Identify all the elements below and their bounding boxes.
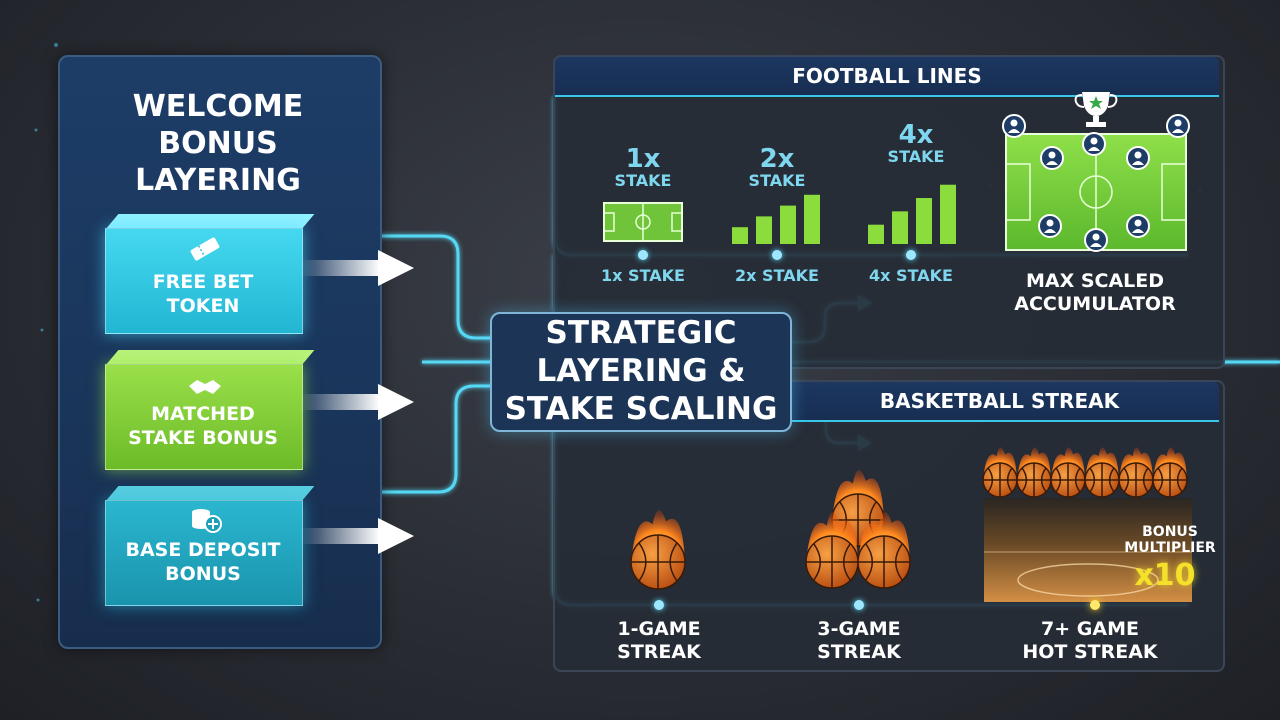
arrow-right-icon [300,518,414,554]
flaming-basketball-icon [857,511,911,589]
player-icon [1126,146,1150,170]
matched-stake-bonus-box: MATCHED STAKE BONUS [105,350,315,470]
flaming-basketball-icon [1152,447,1188,498]
trophy-star-icon [1074,92,1118,127]
stage-4x: 4x STAKE [856,122,976,166]
stake-bar [756,216,772,244]
flaming-basketball-icon [982,447,1018,498]
stake-bar [804,194,820,244]
node-dot [906,250,916,260]
stake-multiplier: 4x [898,120,934,150]
stake-bar [732,227,748,244]
stake-bar [916,198,932,244]
stake-multiplier: 1x [625,144,661,174]
title-line: LAYERING [135,163,301,198]
label-line: BONUS [1142,524,1198,540]
pitch-icon [603,202,683,242]
basketball-illustrations [630,447,1192,602]
label-line: STREAK [617,641,701,663]
stake-multiplier: 2x [759,144,795,174]
arrow-right-icon [300,384,414,420]
handshake-icon [189,380,221,394]
label-line: 7+ GAME [1041,618,1139,640]
label-line: MULTIPLIER [1124,540,1216,556]
base-deposit-bonus-box: BASE DEPOSIT BONUS [105,486,315,606]
strategic-layering-box: STRATEGIC LAYERING & STAKE SCALING [490,312,792,432]
node-dot [638,250,648,260]
player-icon [1040,146,1064,170]
label-line: ACCUMULATOR [1014,293,1176,315]
label-line: MAX SCALED [1025,270,1165,292]
node-dot [654,600,664,610]
node-dot [1090,600,1100,610]
stage-2x: 2x STAKE [717,146,837,190]
stake-text: STAKE [887,147,945,166]
stake-bar [892,211,908,244]
flaming-basketball-icon [630,509,686,590]
panel-title: WELCOME BONUS LAYERING [58,88,378,199]
label-line: TOKEN [166,295,240,317]
player-icon [1166,114,1190,138]
node-label: 1x STAKE [601,266,685,285]
label-line: STAKE BONUS [128,427,278,449]
stake-text: STAKE [748,171,806,190]
box-label: BASE DEPOSIT BONUS [105,538,301,586]
streak-label: 3-GAME STREAK [784,618,934,664]
bonus-multiplier-label: BONUS MULTIPLIER [1120,524,1220,556]
coin-stack-plus-icon [192,509,222,533]
court-scene [984,498,1192,602]
player-icon [1126,214,1150,238]
label-line: MATCHED [151,403,255,425]
max-scaled-label: MAX SCALED ACCUMULATOR [990,270,1200,316]
player-icon [1084,228,1108,252]
node-label: 4x STAKE [869,266,953,285]
label-line: FREE BET [152,271,254,293]
label-line: STREAK [817,641,901,663]
flaming-basketball-icon [1016,447,1052,498]
football-header: FOOTBALL LINES [555,57,1219,97]
player-icon [1082,132,1106,156]
streak-label: 7+ GAME HOT STREAK [1000,618,1180,664]
stake-bar [868,224,884,244]
title-line: BONUS [158,126,278,161]
stake-bar [780,205,796,244]
flaming-basketball-icon [1050,447,1086,498]
flaming-basketball-icon [805,511,859,589]
box-label: FREE BET TOKEN [105,270,301,318]
ticket-icon [190,237,220,261]
title-line: LAYERING & [536,353,746,389]
label-line: 1-GAME [617,618,701,640]
basketball-header: BASKETBALL STREAK [780,382,1219,422]
title-line: WELCOME [132,89,304,124]
arrow-right-icon [300,250,414,286]
node-label: 2x STAKE [735,266,819,285]
bar-stack-2x [732,194,820,244]
free-bet-token-box: FREE BET TOKEN [105,214,315,334]
player-icon [1002,114,1026,138]
streak-label: 1-GAME STREAK [584,618,734,664]
title-line: STAKE SCALING [504,391,778,427]
flaming-basketball-icon [1084,447,1120,498]
label-line: BASE DEPOSIT [125,539,281,561]
stake-bar [940,184,956,244]
bar-stack-4x [868,184,956,244]
stage-1x: 1x STAKE [583,146,703,190]
label-line: 3-GAME [817,618,901,640]
label-line: BONUS [165,563,241,585]
node-dot [854,600,864,610]
stake-text: STAKE [614,171,672,190]
label-line: HOT STREAK [1022,641,1158,663]
player-icon [1038,214,1062,238]
player-icons [1002,114,1190,252]
title-line: STRATEGIC [545,315,737,351]
flaming-basketball-icon [1118,447,1154,498]
box-label: MATCHED STAKE BONUS [105,402,301,450]
node-dot [772,250,782,260]
multiplier-value: x10 [1134,558,1196,593]
